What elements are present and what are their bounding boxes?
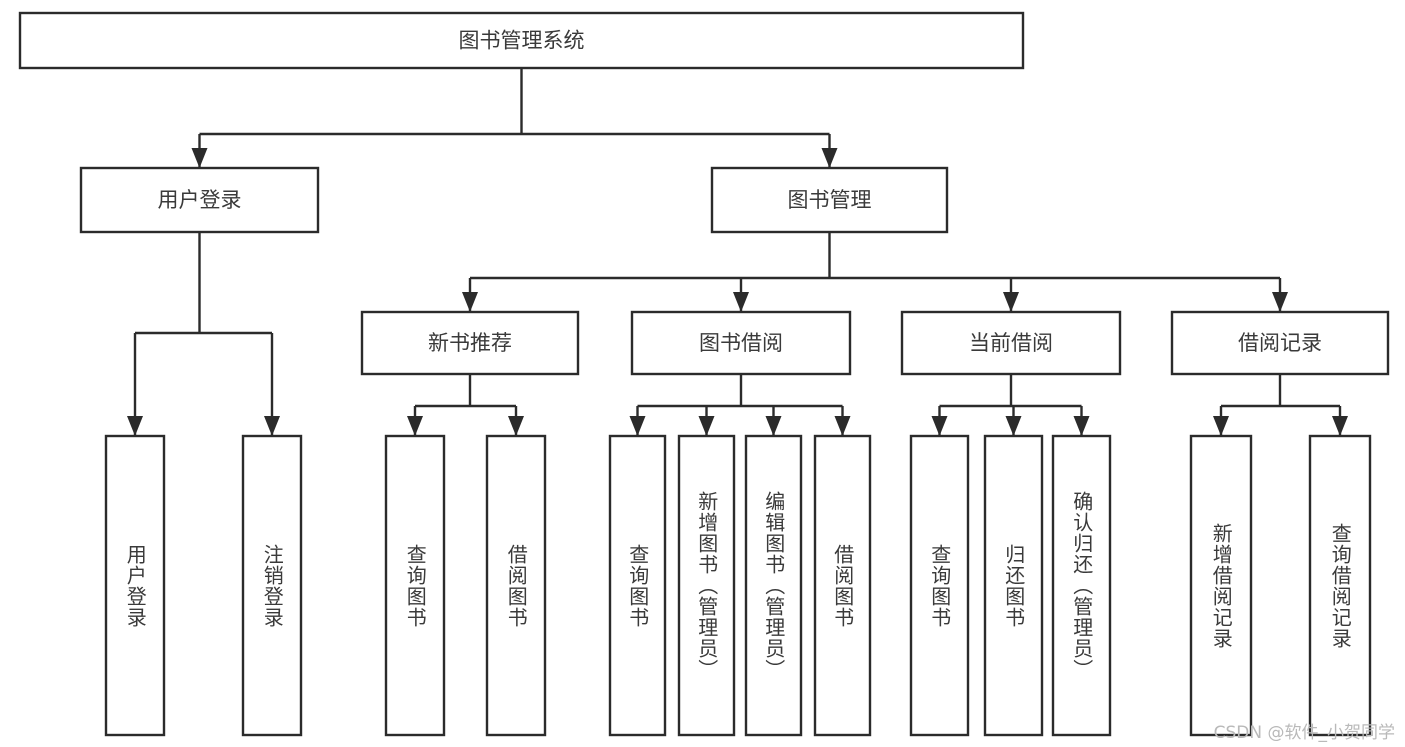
node-box[interactable]: [241, 434, 303, 737]
node-label: 图书管理: [788, 188, 872, 212]
node-label: 图书借阅: [699, 331, 783, 355]
node-l3-borrow[interactable]: [630, 310, 852, 376]
node-label: 当前借阅: [969, 331, 1053, 355]
node-leaf-c-confirm[interactable]: [1051, 434, 1112, 737]
node-box[interactable]: [1189, 434, 1253, 737]
node-box[interactable]: [677, 434, 736, 737]
node-box[interactable]: [630, 310, 852, 376]
node-root[interactable]: [18, 11, 1025, 70]
node-box[interactable]: [1051, 434, 1112, 737]
node-leaf-r-query[interactable]: [1308, 434, 1372, 737]
connectors-layer: [127, 68, 1348, 436]
node-box[interactable]: [909, 434, 970, 737]
node-box[interactable]: [983, 434, 1044, 737]
arrow-head-icon: [1003, 292, 1019, 312]
node-label: 用户登录: [158, 188, 242, 212]
node-box[interactable]: [104, 434, 166, 737]
node-leaf-b-query[interactable]: [608, 434, 667, 737]
arrow-head-icon: [508, 416, 524, 436]
node-box[interactable]: [1170, 310, 1390, 376]
node-label: 新书推荐: [428, 331, 512, 355]
arrow-head-icon: [1005, 416, 1022, 436]
watermark-text: CSDN @软件_小贺同学: [1213, 723, 1395, 743]
node-l2-user[interactable]: [79, 166, 320, 234]
node-label: 借阅记录: [1238, 331, 1322, 355]
arrow-head-icon: [698, 416, 715, 436]
node-leaf-b-edit[interactable]: [744, 434, 803, 737]
arrow-head-icon: [765, 416, 782, 436]
node-label: 图书管理系统: [459, 29, 585, 53]
node-box[interactable]: [1308, 434, 1372, 737]
arrow-head-icon: [931, 416, 948, 436]
arrow-head-icon: [127, 416, 143, 436]
node-leaf-user-logout[interactable]: [241, 434, 303, 737]
node-leaf-b-add[interactable]: [677, 434, 736, 737]
node-leaf-new-query[interactable]: [384, 434, 446, 737]
arrow-head-icon: [733, 292, 749, 312]
arrow-head-icon: [264, 416, 280, 436]
node-leaf-new-borrow[interactable]: [485, 434, 547, 737]
arrow-head-icon: [1272, 292, 1288, 312]
node-box[interactable]: [360, 310, 580, 376]
node-l2-book[interactable]: [710, 166, 949, 234]
node-box[interactable]: [744, 434, 803, 737]
node-box[interactable]: [608, 434, 667, 737]
arrow-head-icon: [834, 416, 851, 436]
node-box[interactable]: [79, 166, 320, 234]
node-l3-current[interactable]: [900, 310, 1122, 376]
node-box[interactable]: [18, 11, 1025, 70]
arrow-head-icon: [821, 148, 838, 168]
arrow-head-icon: [462, 292, 478, 312]
arrow-head-icon: [191, 148, 208, 168]
node-l3-newbook[interactable]: [360, 310, 580, 376]
node-leaf-c-return[interactable]: [983, 434, 1044, 737]
node-box[interactable]: [485, 434, 547, 737]
node-leaf-user-login[interactable]: [104, 434, 166, 737]
node-box[interactable]: [813, 434, 872, 737]
arrow-head-icon: [1332, 416, 1348, 436]
node-leaf-c-query[interactable]: [909, 434, 970, 737]
node-leaf-b-borrow[interactable]: [813, 434, 872, 737]
arrow-head-icon: [1073, 416, 1090, 436]
node-l3-record[interactable]: [1170, 310, 1390, 376]
node-box[interactable]: [710, 166, 949, 234]
node-box[interactable]: [900, 310, 1122, 376]
node-leaf-r-add[interactable]: [1189, 434, 1253, 737]
arrow-head-icon: [407, 416, 423, 436]
arrow-head-icon: [1213, 416, 1229, 436]
arrow-head-icon: [629, 416, 646, 436]
node-box[interactable]: [384, 434, 446, 737]
